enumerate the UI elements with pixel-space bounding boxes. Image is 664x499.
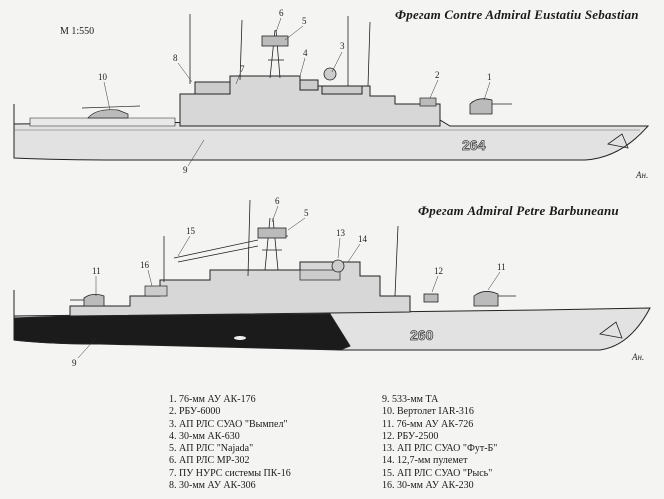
ship2-callout-6: 6 (275, 196, 280, 206)
legend-item: 11. 76-мм АУ АК-726 (382, 418, 474, 430)
signature-bottom: Ан. (632, 352, 645, 362)
ship1-callout-5: 5 (302, 16, 307, 26)
ship2-guns (70, 291, 516, 307)
ship1-hull-number: 264 (462, 137, 486, 153)
ship2-callout-15: 15 (186, 226, 196, 236)
ship1-mast (189, 14, 371, 87)
ship2-mast (163, 199, 399, 297)
ship1-helicopter (81, 105, 141, 119)
signature-top: Ан. (636, 170, 649, 180)
ship2-callout-14: 14 (358, 234, 368, 244)
legend-item: 16. 30-мм АУ АК-230 (382, 480, 474, 492)
ship2-hull-dark (13, 313, 351, 351)
legend-item: 10. Вертолет IAR-316 (382, 406, 474, 418)
legend-column-right: 9. 533-мм ТА 10. Вертолет IAR-316 11. 76… (382, 394, 497, 492)
legend-item: 8. 30-мм АУ АК-306 (169, 480, 256, 492)
ship1-callout-9: 9 (183, 165, 188, 175)
ship2-profile: 11 16 15 6 5 13 14 12 11 9 260 (13, 196, 651, 368)
legend-item: 7. ПУ НУРС системы ПК-16 (169, 467, 291, 479)
ship2-callout-11a: 11 (92, 266, 101, 276)
legend-item: 6. АП РЛС МР-302 (169, 455, 250, 467)
legend-item: 9. 533-мм ТА (382, 394, 439, 405)
ship-profiles-drawing: 1 2 3 4 5 6 7 8 9 10 264 (13, 8, 651, 368)
ship1-callout-4: 4 (303, 48, 308, 58)
ship2-callout-16: 16 (140, 260, 150, 270)
ship1-title: Фрегат Contre Admiral Eustatiu Sebastian (395, 7, 639, 22)
ship2-callout-9: 9 (72, 358, 77, 368)
ship2-callout-13: 13 (336, 228, 346, 238)
legend-item: 1. 76-мм АУ АК-176 (169, 394, 256, 405)
ship2-title: Фрегат Admiral Petre Barbuneanu (418, 203, 619, 218)
ship2-hull-number: 260 (410, 327, 434, 343)
legend-item: 13. АП РЛС СУАО "Фут-Б" (382, 443, 498, 455)
ship1-callout-2: 2 (435, 70, 440, 80)
ship1-callout-7: 7 (240, 64, 245, 74)
ship2-callout-5: 5 (304, 208, 309, 218)
ship1-callout-lines (103, 17, 491, 167)
ship1-callout-1: 1 (487, 72, 492, 82)
ship1-callout-6: 6 (279, 8, 284, 18)
ship1-callout-8: 8 (173, 53, 178, 63)
legend-item: 5. АП РЛС "Najada" (169, 443, 254, 455)
ship1-profile: 1 2 3 4 5 6 7 8 9 10 264 (13, 8, 650, 175)
scale-label: М 1:550 (60, 26, 95, 37)
legend-item: 12. РБУ-2500 (382, 430, 439, 442)
ship1-callout-10: 10 (98, 72, 108, 82)
legend-column-left: 1. 76-мм АУ АК-176 2. РБУ-6000 3. АП РЛС… (169, 394, 291, 492)
ship1-main-gun (469, 98, 512, 115)
ship2-callout-lines (77, 205, 501, 359)
legend-item: 14. 12,7-мм пулемет (382, 455, 468, 467)
ship2-callout-12: 12 (434, 266, 443, 276)
legend-item: 2. РБУ-6000 (169, 406, 221, 418)
legend-item: 3. АП РЛС СУАО "Вымпел" (169, 418, 288, 430)
legend-item: 4. 30-мм АК-630 (169, 430, 240, 442)
ship1-callout-3: 3 (340, 41, 345, 51)
legend-item: 15. АП РЛС СУАО "Рысь" (382, 467, 493, 479)
ship2-callout-11b: 11 (497, 262, 506, 272)
